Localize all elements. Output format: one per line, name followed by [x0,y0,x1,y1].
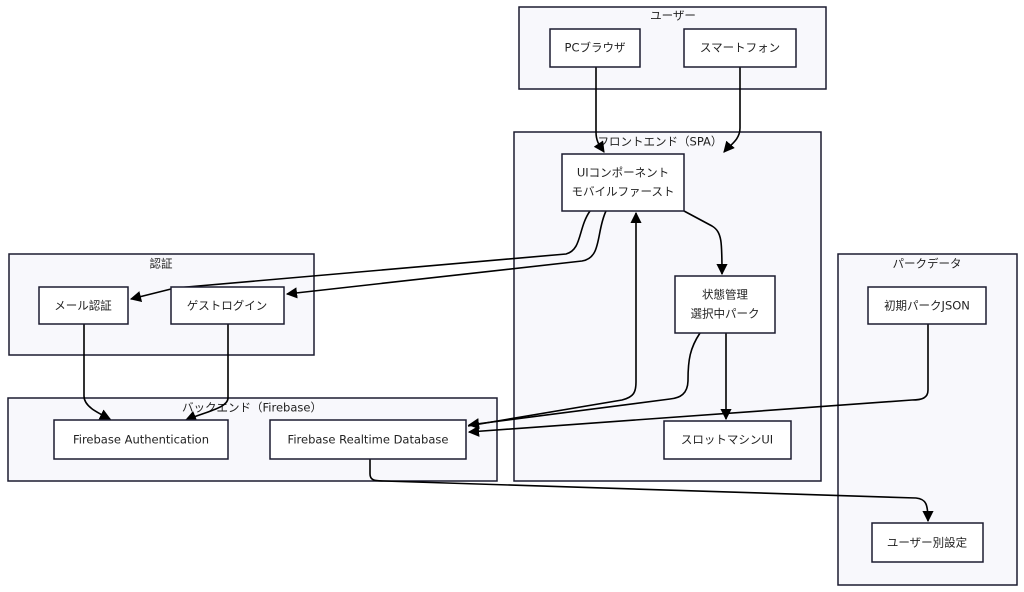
node-initial-park-json[interactable]: 初期パークJSON [867,286,987,325]
edge-phone-ui [723,67,741,153]
node-label: Firebase Authentication [73,433,209,447]
node-label: UIコンポーネント [577,166,669,180]
edge-guest-fbauth [184,324,229,422]
node-label: メール認証 [54,299,112,313]
edge-mail-fbauth [83,324,112,420]
node-label: PCブラウザ [565,41,626,55]
edge-pc-ui [593,67,605,153]
cluster-title: 認証 [150,257,173,271]
node-label: 状態管理 [702,288,748,302]
edge-ui-mail [129,210,591,302]
node-label: モバイルファースト [572,185,675,199]
edge-state-rtdb [467,332,701,430]
node-ui-component[interactable]: UIコンポーネント モバイルファースト [561,153,685,212]
node-label: ゲストログイン [187,299,268,313]
cluster-title: フロントエンド（SPA） [598,135,723,149]
node-label: 初期パークJSON [884,299,970,313]
edge-rtdb-usersettings [369,459,934,523]
node-label: Firebase Realtime Database [288,433,449,447]
edges [83,67,934,523]
node-pc-browser[interactable]: PCブラウザ [549,28,641,68]
cluster-title: バックエンド（Firebase） [182,401,322,415]
edge-rtdb-ui [467,211,642,427]
node-label: ユーザー別設定 [887,536,968,550]
node-label: スロットマシンUI [681,433,773,447]
node-user-settings[interactable]: ユーザー別設定 [871,522,984,563]
cluster-title: ユーザー [650,9,696,23]
cluster-title: パークデータ [893,257,962,271]
node-smartphone[interactable]: スマートフォン [683,28,797,68]
edge-ui-guest [285,210,607,299]
node-mail-auth[interactable]: メール認証 [38,286,129,325]
node-slot-machine-ui[interactable]: スロットマシンUI [663,420,792,460]
edge-ui-state [683,210,728,276]
node-firebase-auth[interactable]: Firebase Authentication [53,419,229,460]
node-state-management[interactable]: 状態管理 選択中パーク [674,275,776,334]
node-firebase-rtdb[interactable]: Firebase Realtime Database [269,419,467,460]
node-label: 選択中パーク [691,307,760,321]
edge-json-rtdb [467,324,929,437]
node-guest-login[interactable]: ゲストログイン [170,286,285,325]
node-label: スマートフォン [700,41,780,55]
